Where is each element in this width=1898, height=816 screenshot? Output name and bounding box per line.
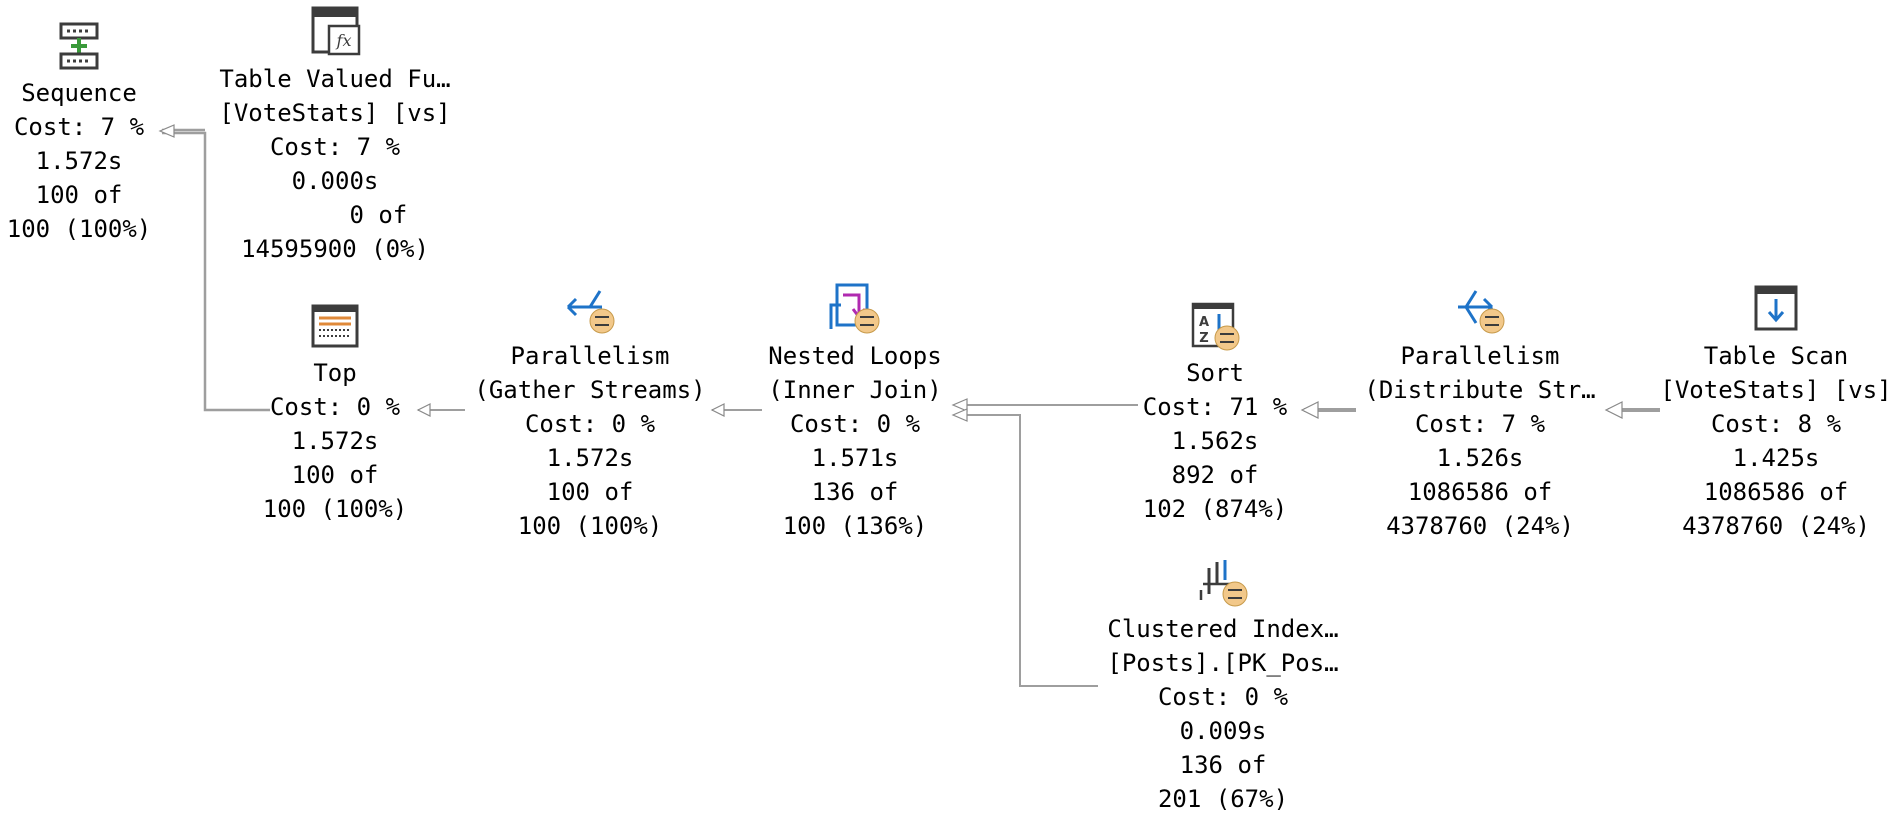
operator-name: Nested Loops (768, 342, 942, 370)
node-sequence-text: Sequence Cost: 7 % 1.572s 100 of 100 (10… (7, 76, 152, 246)
table-scan-icon (1748, 281, 1804, 337)
parallelism-gather-streams-icon (562, 281, 618, 337)
node-clustered-index-text: Clustered Index… [Posts].[PK_Pos… Cost: … (1107, 612, 1338, 816)
estimated-rows: 201 (67%) (1157, 785, 1289, 813)
cost-label: Cost: 7 % (1414, 410, 1546, 438)
object-name: [VoteStats] [vs] (219, 99, 451, 127)
actual-rows: 100 of (291, 461, 379, 489)
node-sequence[interactable]: Sequence Cost: 7 % 1.572s 100 of 100 (10… (2, 18, 156, 246)
cost-label: Cost: 0 % (269, 393, 401, 421)
cost-label: Cost: 7 % (13, 113, 145, 141)
elapsed-time: 0.009s (1179, 717, 1267, 745)
actual-rows: 1086586 of (1703, 478, 1849, 506)
elapsed-time: 0.000s (291, 167, 379, 195)
actual-rows: 100 of (35, 181, 123, 209)
cost-label: Cost: 0 % (524, 410, 656, 438)
node-sort[interactable]: A Z Sort Cost: 71 % 1.562s 892 of 102 (8… (1135, 298, 1295, 526)
node-table-scan[interactable]: Table Scan [VoteStats] [vs] Cost: 8 % 1.… (1658, 281, 1894, 543)
actual-rows: 0 of (262, 201, 408, 229)
elapsed-time: 1.425s (1732, 444, 1820, 472)
sequence-icon (51, 18, 107, 74)
operator-name: Clustered Index… (1107, 615, 1339, 643)
svg-text:A: A (1199, 315, 1209, 330)
cost-label: Cost: 0 % (1157, 683, 1289, 711)
top-icon (307, 298, 363, 354)
cost-label: Cost: 7 % (269, 133, 401, 161)
estimated-rows: 100 (100%) (262, 495, 408, 523)
object-name: [Posts].[PK_Pos… (1107, 649, 1339, 677)
operator-name: Sort (1186, 359, 1244, 387)
node-nested-loops-text: Nested Loops (Inner Join) Cost: 0 % 1.57… (768, 339, 941, 543)
node-table-valued-function[interactable]: fx Table Valued Fu… [VoteStats] [vs] Cos… (210, 4, 460, 266)
node-parallelism-gather-streams[interactable]: Parallelism (Gather Streams) Cost: 0 % 1… (465, 281, 715, 543)
estimated-rows: 4378760 (24%) (1682, 512, 1870, 540)
node-top-text: Top Cost: 0 % 1.572s 100 of 100 (100%) (263, 356, 408, 526)
estimated-rows: 100 (100%) (6, 215, 152, 243)
node-gather-text: Parallelism (Gather Streams) Cost: 0 % 1… (474, 339, 705, 543)
clustered-index-seek-icon (1195, 554, 1251, 610)
svg-text:fx: fx (336, 31, 352, 50)
actual-rows: 100 of (546, 478, 634, 506)
elapsed-time: 1.562s (1171, 427, 1259, 455)
estimated-rows: 14595900 (0%) (241, 235, 429, 263)
estimated-rows: 100 (136%) (782, 512, 928, 540)
actual-rows: 1086586 of (1407, 478, 1553, 506)
operator-name: Parallelism (1400, 342, 1560, 370)
elapsed-time: 1.571s (811, 444, 899, 472)
table-valued-function-icon: fx (307, 4, 363, 60)
svg-text:Z: Z (1199, 331, 1208, 346)
elapsed-time: 1.526s (1436, 444, 1524, 472)
estimated-rows: 4378760 (24%) (1386, 512, 1574, 540)
operator-name: Top (313, 359, 357, 387)
elapsed-time: 1.572s (35, 147, 123, 175)
estimated-rows: 102 (874%) (1142, 495, 1288, 523)
estimated-rows: 100 (100%) (517, 512, 663, 540)
cost-label: Cost: 8 % (1710, 410, 1842, 438)
node-table-scan-text: Table Scan [VoteStats] [vs] Cost: 8 % 1.… (1660, 339, 1891, 543)
actual-rows: 892 of (1171, 461, 1259, 489)
operator-name: Table Scan (1703, 342, 1849, 370)
node-top[interactable]: Top Cost: 0 % 1.572s 100 of 100 (100%) (260, 298, 410, 526)
node-nested-loops[interactable]: Nested Loops (Inner Join) Cost: 0 % 1.57… (750, 281, 960, 543)
cost-label: Cost: 71 % (1142, 393, 1288, 421)
actual-rows: 136 of (811, 478, 899, 506)
operator-subtype: (Inner Join) (768, 376, 942, 404)
parallelism-distribute-streams-icon (1452, 281, 1508, 337)
operator-subtype: (Gather Streams) (474, 376, 706, 404)
connector-index-to-nested (955, 414, 1098, 687)
operator-name: Parallelism (510, 342, 670, 370)
operator-name: Sequence (21, 79, 137, 107)
node-sort-text: Sort Cost: 71 % 1.562s 892 of 102 (874%) (1143, 356, 1288, 526)
node-clustered-index-seek[interactable]: Clustered Index… [Posts].[PK_Pos… Cost: … (1098, 554, 1348, 816)
operator-name: Table Valued Fu… (219, 65, 451, 93)
elapsed-time: 1.572s (546, 444, 634, 472)
node-distribute-text: Parallelism (Distribute Str… Cost: 7 % 1… (1364, 339, 1595, 543)
elapsed-time: 1.572s (291, 427, 379, 455)
operator-subtype: (Distribute Str… (1364, 376, 1596, 404)
nested-loops-icon (827, 281, 883, 337)
actual-rows: 136 of (1179, 751, 1267, 779)
node-parallelism-distribute-streams[interactable]: Parallelism (Distribute Str… Cost: 7 % 1… (1350, 281, 1610, 543)
sort-icon: A Z (1187, 298, 1243, 354)
cost-label: Cost: 0 % (789, 410, 921, 438)
node-tvf-text: Table Valued Fu… [VoteStats] [vs] Cost: … (219, 62, 450, 266)
object-name: [VoteStats] [vs] (1660, 376, 1892, 404)
